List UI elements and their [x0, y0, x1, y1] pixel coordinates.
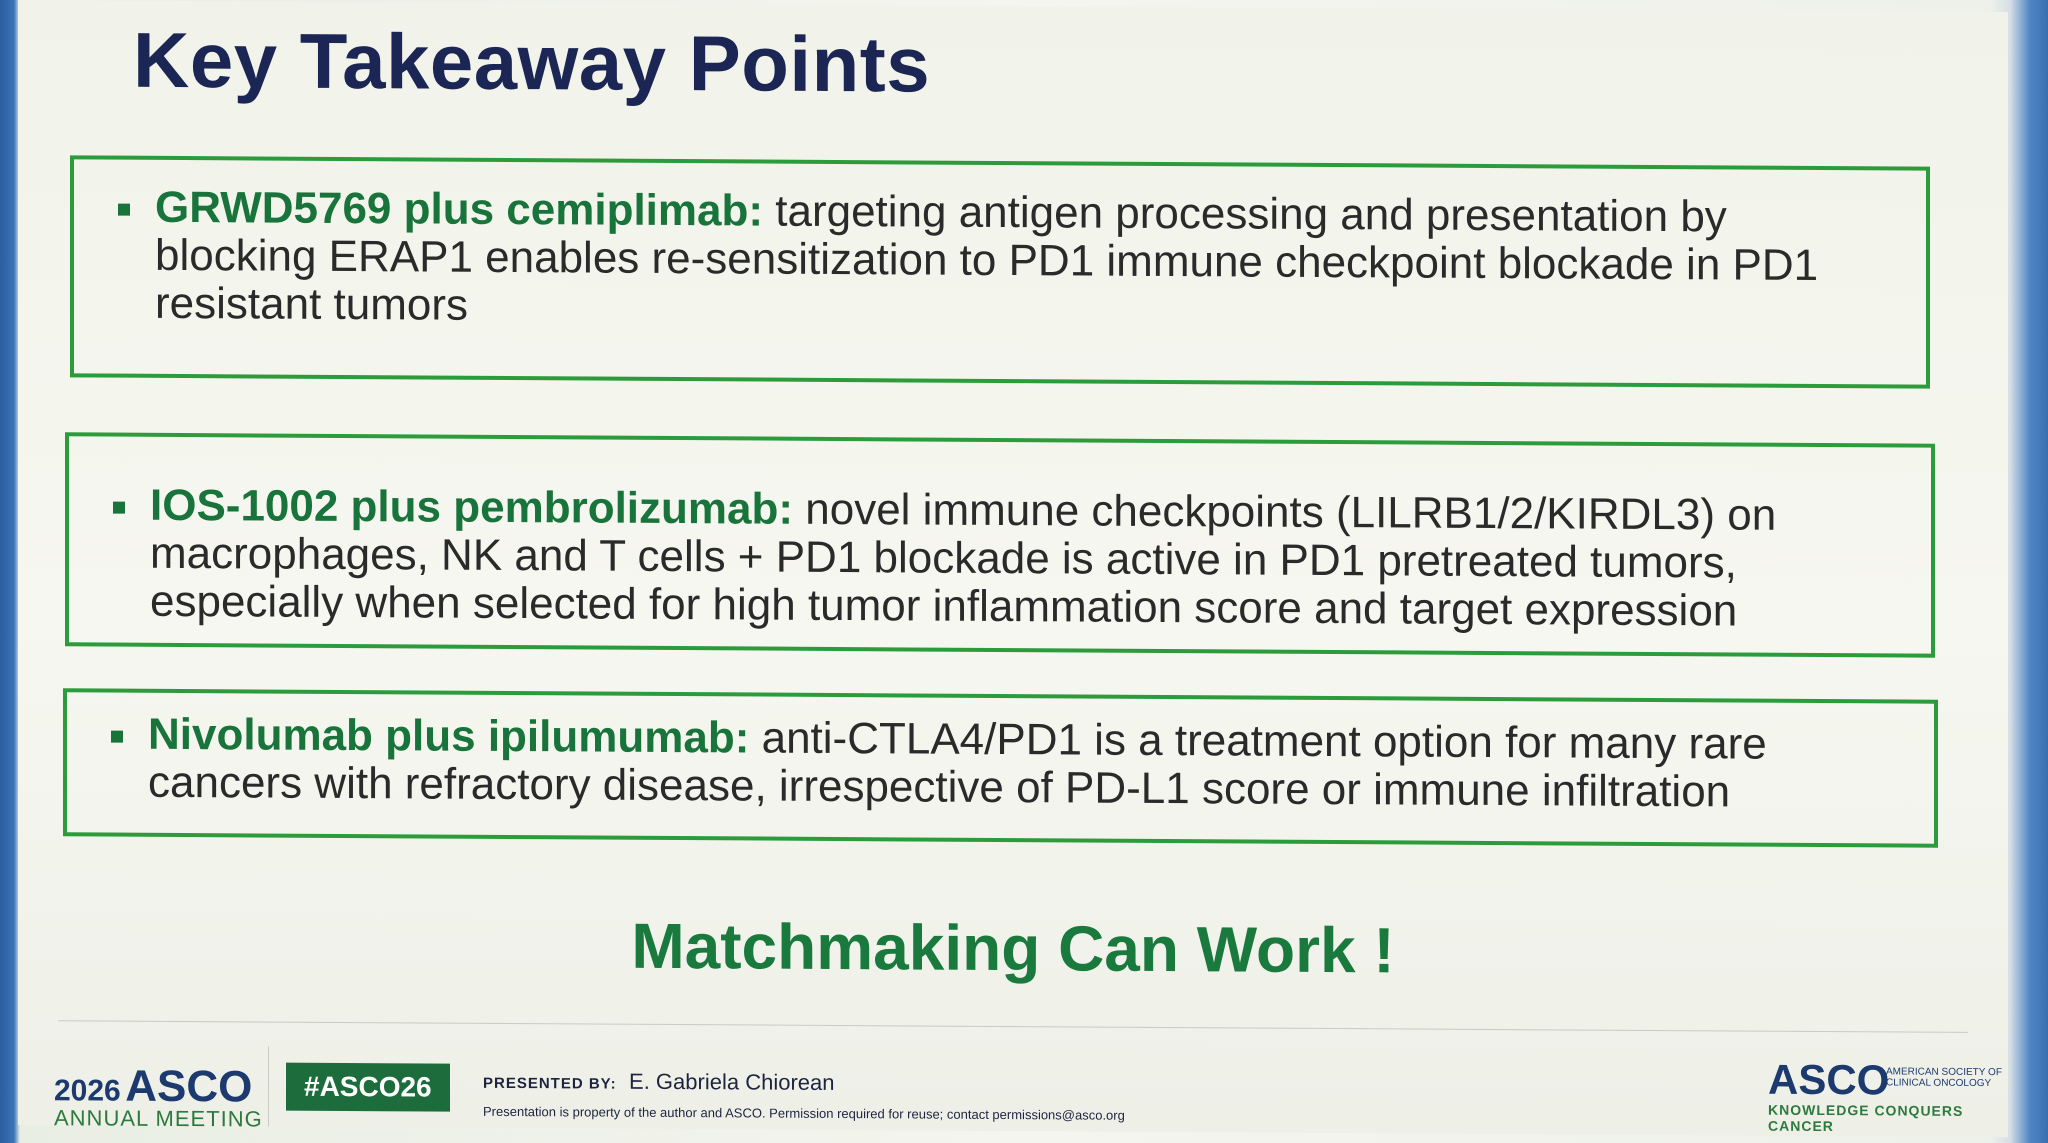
takeaway-point-2: IOS-1002 plus pembrolizumab: novel immun…: [113, 480, 1901, 637]
takeaway-box-3: Nivolumab plus ipilumumab: anti-CTLA4/PD…: [63, 688, 1938, 848]
permission-note: Presentation is property of the author a…: [483, 1103, 1125, 1123]
takeaway-box-1: GRWD5769 plus cemiplimab: targeting anti…: [70, 155, 1930, 389]
takeaway-box-2: IOS-1002 plus pembrolizumab: novel immun…: [65, 432, 1935, 658]
bullet-icon: [113, 501, 125, 514]
bullet-icon: [118, 203, 130, 216]
takeaway-point-3: Nivolumab plus ipilumumab: anti-CTLA4/PD…: [111, 709, 1904, 818]
hashtag-badge: #ASCO26: [286, 1062, 450, 1112]
slide: Key Takeaway Points GRWD5769 plus cemipl…: [18, 0, 2008, 1138]
point-1-heading: GRWD5769 plus cemiplimab:: [155, 182, 764, 236]
bullet-icon: [111, 730, 123, 743]
asco-logo: ASCO AMERICAN SOCIETY OF CLINICAL ONCOLO…: [1768, 1055, 2002, 1135]
takeaway-point-1: GRWD5769 plus cemiplimab: targeting anti…: [118, 182, 1896, 339]
slide-title: Key Takeaway Points: [133, 15, 931, 109]
slide-footer: 2026 ASCO ANNUAL MEETING #ASCO26 PRESENT…: [18, 1025, 2008, 1137]
point-3-heading: Nivolumab plus ipilumumab:: [148, 709, 750, 763]
presenter-name: E. Gabriela Chiorean: [629, 1068, 835, 1095]
footer-separator: [268, 1046, 269, 1127]
point-2-heading: IOS-1002 plus pembrolizumab:: [150, 480, 794, 534]
asco-meeting-logo: 2026 ASCO ANNUAL MEETING: [54, 1061, 263, 1132]
conclusion-text: Matchmaking Can Work !: [631, 909, 1395, 987]
presented-by-label: PRESENTED BY:: [483, 1074, 617, 1093]
presenter-info: PRESENTED BY: E. Gabriela Chiorean Prese…: [483, 1068, 1125, 1123]
